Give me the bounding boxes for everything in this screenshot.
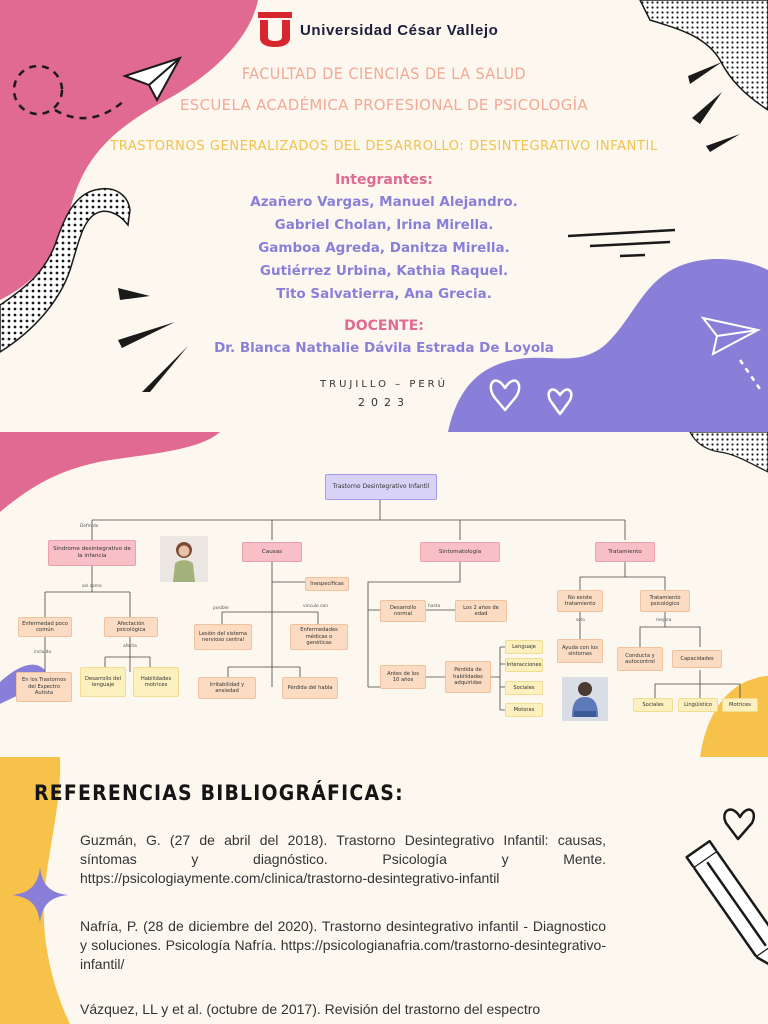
faculty-heading: FACULTAD DE CIENCIAS DE LA SALUD — [241, 64, 527, 83]
ucv-logo-icon — [258, 12, 292, 47]
paper-plane-icon — [700, 316, 761, 356]
members-label: Integrantes: — [335, 172, 433, 188]
map-node: Antes de los 10 años — [380, 665, 426, 689]
category-causes: Causas — [242, 542, 302, 562]
document-title: TRASTORNOS GENERALIZADOS DEL DESARROLLO:… — [110, 139, 658, 154]
place: TRUJILLO – PERÚ — [320, 379, 448, 390]
member-name: Gamboa Agreda, Danitza Mirella. — [258, 240, 510, 256]
map-node: Interacciones — [505, 658, 543, 672]
reference-item: Guzmán, G. (27 de abril del 2018). Trast… — [80, 832, 606, 886]
map-node: Lenguaje — [505, 640, 543, 654]
map-node: Capacidades — [672, 650, 722, 668]
heart-icon — [489, 379, 573, 416]
map-connectors — [44, 500, 741, 711]
map-node: Afectación psicológica — [104, 617, 158, 637]
link-label: posible — [213, 606, 229, 611]
category-treatment: Tratamiento — [595, 542, 655, 562]
map-node: Desarrollo normal — [380, 600, 426, 622]
map-node: Inespecíficas — [305, 577, 349, 591]
map-node: Tratamiento psicológico — [640, 590, 690, 612]
references-section: REFERENCIAS BIBLIOGRÁFICAS: Guzmán, G. (… — [0, 757, 768, 1024]
pencil-icon — [685, 839, 768, 975]
child-photo — [562, 677, 608, 721]
map-root-node: Trastorno Desintegrativo Infantil — [325, 474, 437, 500]
map-node: Pérdida de habilidades adquiridas — [445, 661, 491, 693]
map-node: Enfermedad poco común — [18, 617, 72, 637]
link-label: Definido — [80, 524, 99, 529]
map-node: Irritabilidad y ansiedad — [198, 677, 256, 699]
teacher-label: DOCENTE: — [344, 318, 424, 334]
link-label: mejora — [656, 618, 672, 623]
paper-plane-icon — [121, 56, 183, 103]
year: 2023 — [358, 396, 410, 409]
map-node: Enfermedades médicas o genéticas — [290, 624, 348, 650]
university-logo: Universidad César Vallejo — [258, 12, 498, 48]
reference-item: Nafría, P. (28 de diciembre del 2020). T… — [80, 918, 606, 972]
map-node: Los 2 años de edad — [455, 600, 507, 622]
map-node: Sociales — [505, 681, 543, 695]
map-node: Conducta y autocontrol — [617, 647, 663, 671]
map-node: Motoras — [505, 703, 543, 717]
map-node: Ayuda con los síntomas — [557, 639, 603, 663]
cover-decoration — [0, 0, 768, 432]
heart-icon — [723, 808, 756, 841]
references-title: REFERENCIAS BIBLIOGRÁFICAS: — [34, 781, 404, 805]
link-label: afecta — [123, 644, 137, 649]
category-syndrome: Síndrome desintegrativo de la infancia — [48, 540, 136, 566]
link-label: hasta — [428, 604, 441, 609]
map-node: Lingüístico — [678, 698, 718, 712]
map-node: Lesión del sistema nervioso central — [194, 624, 252, 650]
map-node: No existe tratamiento — [557, 590, 603, 612]
link-label: solo — [576, 618, 585, 623]
map-node: Desarrollo del lenguaje — [80, 667, 126, 697]
link-label: incluida — [34, 650, 52, 655]
concept-map-section: Trastorno Desintegrativo Infantil Defini… — [0, 432, 768, 757]
references-decoration — [0, 757, 768, 1024]
map-node: Sociales — [633, 698, 673, 712]
member-name: Azañero Vargas, Manuel Alejandro. — [250, 194, 518, 210]
teacher-name: Dr. Blanca Nathalie Dávila Estrada De Lo… — [214, 340, 554, 356]
member-name: Gabriel Cholan, Irina Mirella. — [274, 217, 494, 233]
map-node: En los Trastornos del Espectro Autista — [16, 672, 72, 702]
member-name: Tito Salvatierra, Ana Grecia. — [276, 286, 492, 302]
cover-section: Universidad César Vallejo FACULTAD DE CI… — [0, 0, 768, 432]
category-symptoms: Sintomatología — [420, 542, 500, 562]
child-photo — [160, 536, 208, 582]
reference-item: Vázquez, LL y et al. (octubre de 2017). … — [80, 1001, 541, 1017]
sparkle-icon — [12, 867, 68, 923]
map-node: Motrices — [722, 698, 758, 712]
school-heading: ESCUELA ACADÉMICA PROFESIONAL DE PSICOLO… — [180, 96, 588, 114]
link-label: así como — [82, 584, 102, 589]
map-node: Habilidades motrices — [133, 667, 179, 697]
member-name: Gutiérrez Urbina, Kathia Raquel. — [259, 263, 509, 279]
university-name: Universidad César Vallejo — [300, 21, 499, 39]
map-node: Pérdida del habla — [282, 677, 338, 699]
link-label: vinculo con — [303, 604, 328, 609]
